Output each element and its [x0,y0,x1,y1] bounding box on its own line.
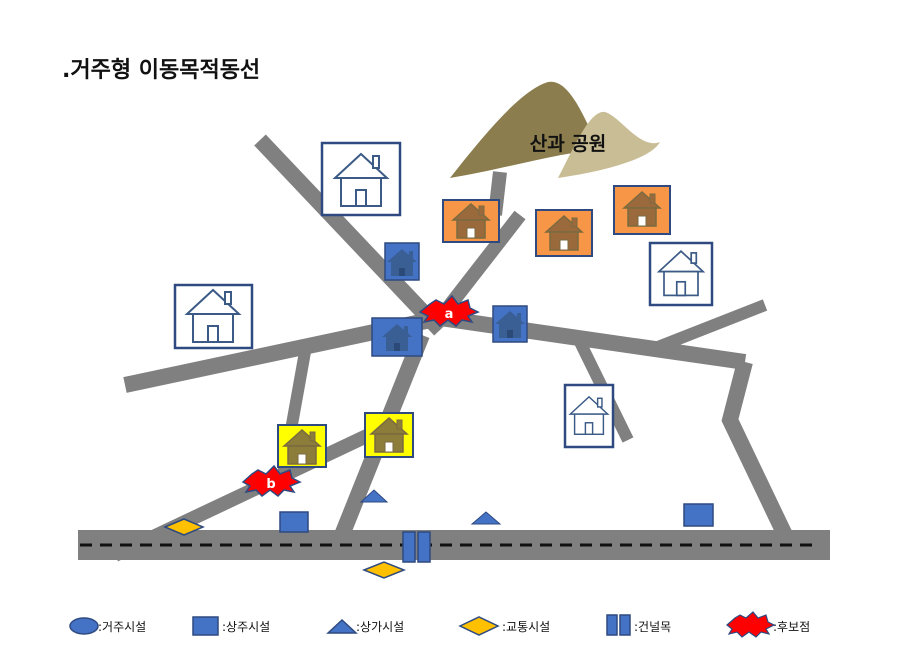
residential-house [320,141,402,217]
commercial-triangle [359,489,389,503]
candidate-point-b: b [241,464,302,497]
legend-item-occupancy: :상주시설 [192,616,270,636]
blue-facility [492,305,528,343]
mountain-park: 산과 공원 [450,81,660,178]
candidate-label-b: b [266,477,275,492]
blue-facility [683,503,714,527]
residential-house [173,283,254,350]
crosswalk [402,531,431,563]
transit-diamond [361,561,407,579]
legend-item-crosswalk: :건널목 [606,614,671,636]
blue-facility [384,242,420,281]
transit-diamond [163,518,205,536]
legend: :거주시설 :상주시설 :상가시설 :교통시설 :건널목 :후보점 [69,611,810,638]
legend-item-residential: :거주시설 [69,617,146,635]
legend-item-commercial: :상가시설 [326,618,404,634]
blue-facility [371,317,423,357]
residential-house [563,383,615,449]
candidate-label-a: a [445,307,454,322]
orange-house [613,185,671,235]
legend-label: :상주시설 [222,620,270,634]
legend-label: :건널목 [634,620,671,634]
commercial-triangle [470,511,502,525]
diagram-title: .거주형 이동목적동선 [62,58,261,83]
yellow-house [277,424,327,468]
candidate-point-a: a [418,294,480,327]
yellow-house [364,412,414,458]
legend-item-candidate: :후보점 [726,611,810,638]
legend-label: :후보점 [773,620,810,634]
legend-label: :교통시설 [502,620,550,634]
residential-house [648,241,714,307]
legend-label: :상가시설 [356,620,404,634]
legend-item-transit: :교통시설 [458,616,550,636]
park-label: 산과 공원 [530,133,607,155]
orange-house [442,199,500,243]
orange-house [535,209,593,257]
blue-facility [279,511,309,533]
legend-label: :거주시설 [98,620,146,634]
